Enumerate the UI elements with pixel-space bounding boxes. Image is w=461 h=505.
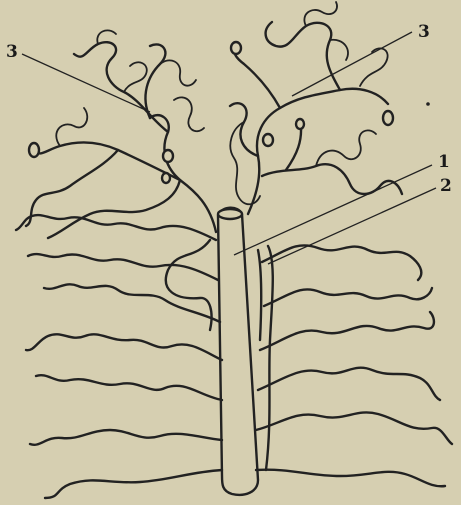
left-branch-2 (30, 430, 222, 445)
upper-left-vessel-c (145, 44, 165, 118)
upper-left-capillary-3 (56, 108, 87, 146)
leader-2 (268, 188, 436, 264)
upper-left-vessel-main (150, 115, 216, 232)
cut-end-right (383, 111, 393, 125)
left-branch-5 (44, 284, 220, 322)
side-vessel-right-inner (258, 250, 261, 340)
leader-3-right (292, 32, 412, 96)
upper-left-capillary-4 (174, 97, 204, 131)
upper-left-vessel-b (74, 42, 168, 132)
left-branch-1 (45, 470, 222, 498)
cut-end-right-inner (263, 134, 273, 146)
upper-right-capillary-5 (330, 40, 348, 60)
central-trunk (218, 208, 258, 495)
upper-right-capillary-4 (316, 130, 376, 166)
trunk-opening (218, 209, 242, 219)
left-branch-6 (28, 254, 218, 280)
left-branch-4 (26, 334, 222, 360)
upper-right-vessel-d (262, 164, 402, 194)
upper-right-vessel-c (230, 103, 258, 156)
right-branch-4 (260, 312, 434, 350)
left-branch-7 (16, 215, 216, 240)
label-3-left: 3 (6, 44, 18, 61)
label-3-right: 3 (418, 24, 430, 41)
cut-end-right-inner-2 (296, 119, 304, 129)
upper-right-capillary-2 (360, 48, 388, 86)
right-branch-1 (256, 470, 445, 487)
left-branch-3 (36, 375, 222, 400)
upper-left-capillary-1 (124, 62, 147, 92)
upper-right-vessel-a (234, 48, 280, 108)
leader-1 (234, 165, 432, 255)
upper-left-capillary-5 (160, 60, 196, 85)
cut-end-right-top (231, 42, 241, 54)
label-1: 1 (438, 154, 450, 171)
right-branch-5 (264, 288, 432, 306)
side-vessel-right (266, 246, 273, 470)
leader-3-left (22, 54, 150, 112)
label-2: 2 (440, 178, 452, 195)
upper-right-vessel-b (266, 22, 340, 90)
right-branch-6 (262, 245, 421, 280)
cut-end-left-inner-2 (162, 173, 170, 183)
stray-dot (426, 102, 430, 106)
cut-end-left (29, 143, 39, 157)
right-branch-2 (256, 412, 452, 444)
cut-end-left-inner (163, 150, 173, 162)
right-branch-3 (258, 368, 440, 400)
